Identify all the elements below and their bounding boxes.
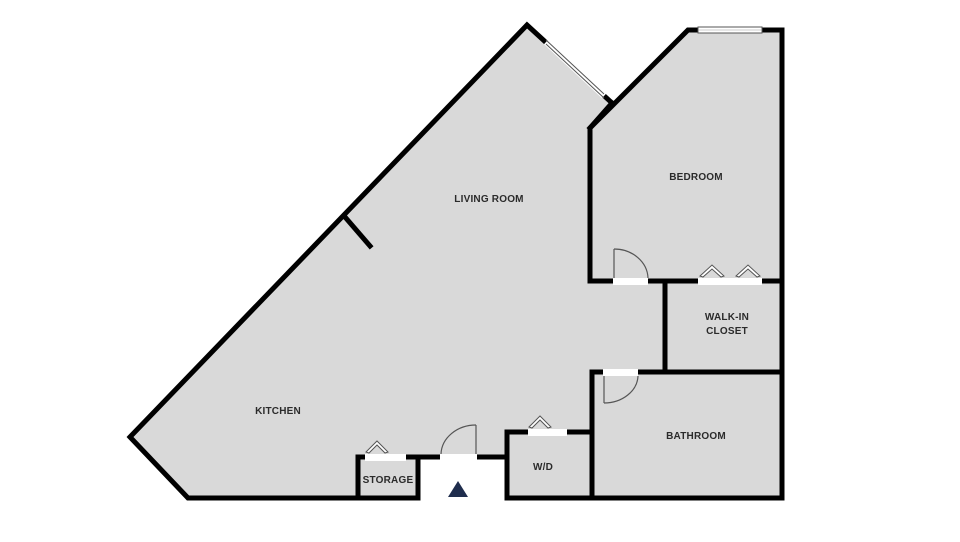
room-label-walk-in-closet-line1: WALK-IN — [704, 312, 750, 323]
room-label-walk-in-closet-line2: CLOSET — [706, 326, 748, 337]
room-label-storage: STORAGE — [362, 475, 414, 486]
storage-bifold-door[interactable] — [365, 440, 389, 454]
room-label-w-d: W/D — [532, 462, 554, 473]
entry-arrow-icon — [448, 481, 468, 497]
bathroom-door[interactable] — [603, 375, 639, 404]
room-label-living-room: LIVING ROOM — [454, 194, 524, 205]
floor-area — [130, 25, 782, 498]
door-openings — [365, 278, 762, 461]
room-label-kitchen: KITCHEN — [255, 406, 301, 417]
bedroom-window — [697, 26, 763, 34]
room-label-bathroom: BATHROOM — [666, 431, 726, 442]
w-d-bifold-door[interactable] — [528, 415, 552, 429]
room-label-walk-in-closet: WALK-IN CLOSET — [705, 311, 749, 339]
living-room-window — [543, 39, 607, 99]
entry-door[interactable] — [440, 424, 477, 455]
room-label-bedroom: BEDROOM — [669, 172, 723, 183]
bedroom-door[interactable] — [613, 248, 649, 279]
closet-bifold-door[interactable] — [699, 264, 761, 278]
